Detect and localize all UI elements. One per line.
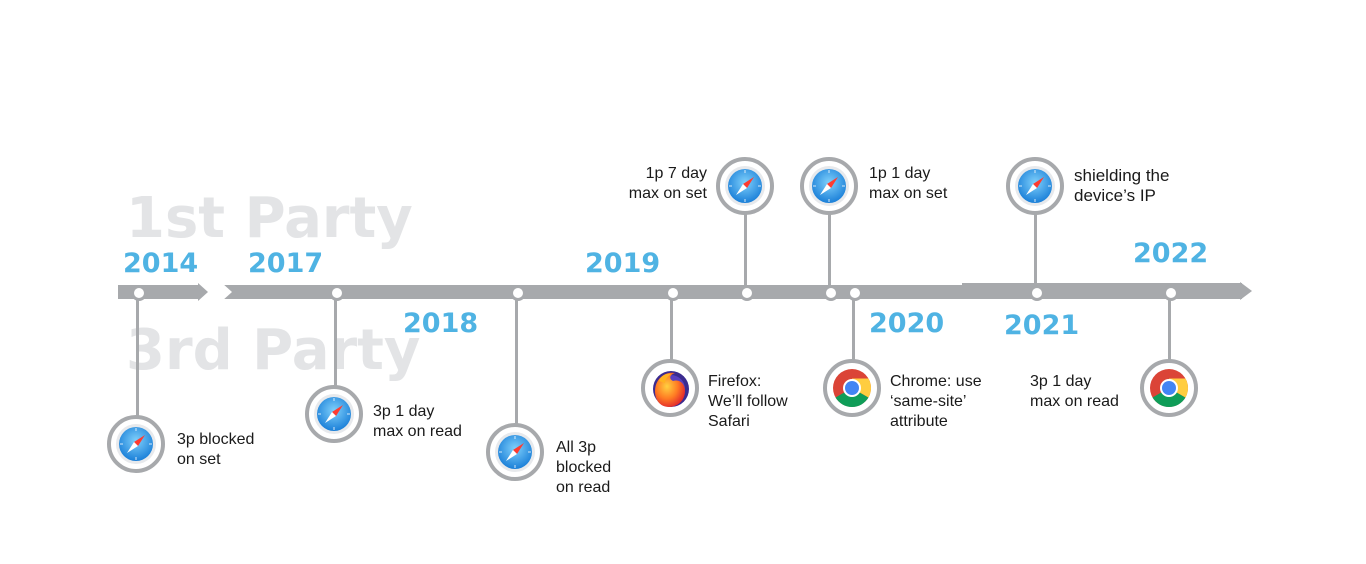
node-2019-safari [739, 285, 755, 301]
timeline-segment-2021 [962, 283, 1242, 299]
timeline-arrowhead-end [1240, 282, 1252, 300]
chrome-icon [831, 367, 873, 409]
safari-compass-icon [808, 165, 850, 207]
third-party-label: 3rd Party [126, 318, 421, 383]
stem-2020-chrome [852, 292, 855, 364]
timeline-segment-main [222, 285, 962, 299]
note-2014: 3p blocked on set [177, 431, 255, 468]
stem-2021-safari [1034, 212, 1037, 292]
badge-2014 [107, 415, 165, 473]
badge-2019-firefox [641, 359, 699, 417]
stem-2019-firefox [670, 292, 673, 364]
node-2021-safari [1029, 285, 1045, 301]
badge-2021-safari [1006, 157, 1064, 215]
safari-compass-icon [313, 393, 355, 435]
note-2020-safari: 1p 1 day max on set [869, 165, 948, 202]
timeline-arrowhead-2014 [198, 283, 208, 301]
chrome-icon [1148, 367, 1190, 409]
note-2020-chrome: Chrome: use ‘same-site’ attribute [890, 373, 982, 430]
year-2021: 2021 [1004, 310, 1080, 341]
note-2022-chrome: 3p 1 day max on read [1030, 373, 1119, 410]
first-party-label: 1st Party [126, 186, 413, 251]
safari-compass-icon [1014, 165, 1056, 207]
note-2017: 3p 1 day max on read [373, 403, 462, 440]
note-2019-firefox: Firefox: We’ll follow Safari [708, 373, 788, 430]
safari-compass-icon [115, 423, 157, 465]
note-2019-safari: 1p 7 day max on set [628, 165, 707, 202]
badge-2018 [486, 423, 544, 481]
stem-2020-safari [828, 214, 831, 292]
safari-compass-icon [724, 165, 766, 207]
badge-2020-safari [800, 157, 858, 215]
firefox-icon [649, 367, 691, 409]
node-2020-safari [823, 285, 839, 301]
note-2018: All 3p blocked on read [556, 439, 612, 496]
year-2014: 2014 [123, 248, 199, 279]
year-2017: 2017 [248, 248, 324, 279]
node-2022-chrome [1163, 285, 1179, 301]
badge-2022-chrome [1140, 359, 1198, 417]
year-2022: 2022 [1133, 238, 1209, 269]
year-2019: 2019 [585, 248, 661, 279]
badge-2020-chrome [823, 359, 881, 417]
node-2018 [510, 285, 526, 301]
badge-2017 [305, 385, 363, 443]
safari-compass-icon [494, 431, 536, 473]
stem-2019-safari [744, 214, 747, 292]
note-2021-safari: shielding the device’s IP [1074, 166, 1170, 205]
stem-2018 [515, 292, 518, 428]
node-2019-firefox [665, 285, 681, 301]
node-2017 [329, 285, 345, 301]
node-2014 [131, 285, 147, 301]
stem-2017 [334, 292, 337, 392]
stem-2014 [136, 292, 139, 422]
year-2018: 2018 [403, 308, 479, 339]
timeline-notch-2017 [222, 283, 232, 301]
badge-2019-safari [716, 157, 774, 215]
year-2020: 2020 [869, 308, 945, 339]
node-2020-chrome [847, 285, 863, 301]
stem-2022-chrome [1168, 292, 1171, 364]
timeline-segment-2014 [118, 285, 198, 299]
